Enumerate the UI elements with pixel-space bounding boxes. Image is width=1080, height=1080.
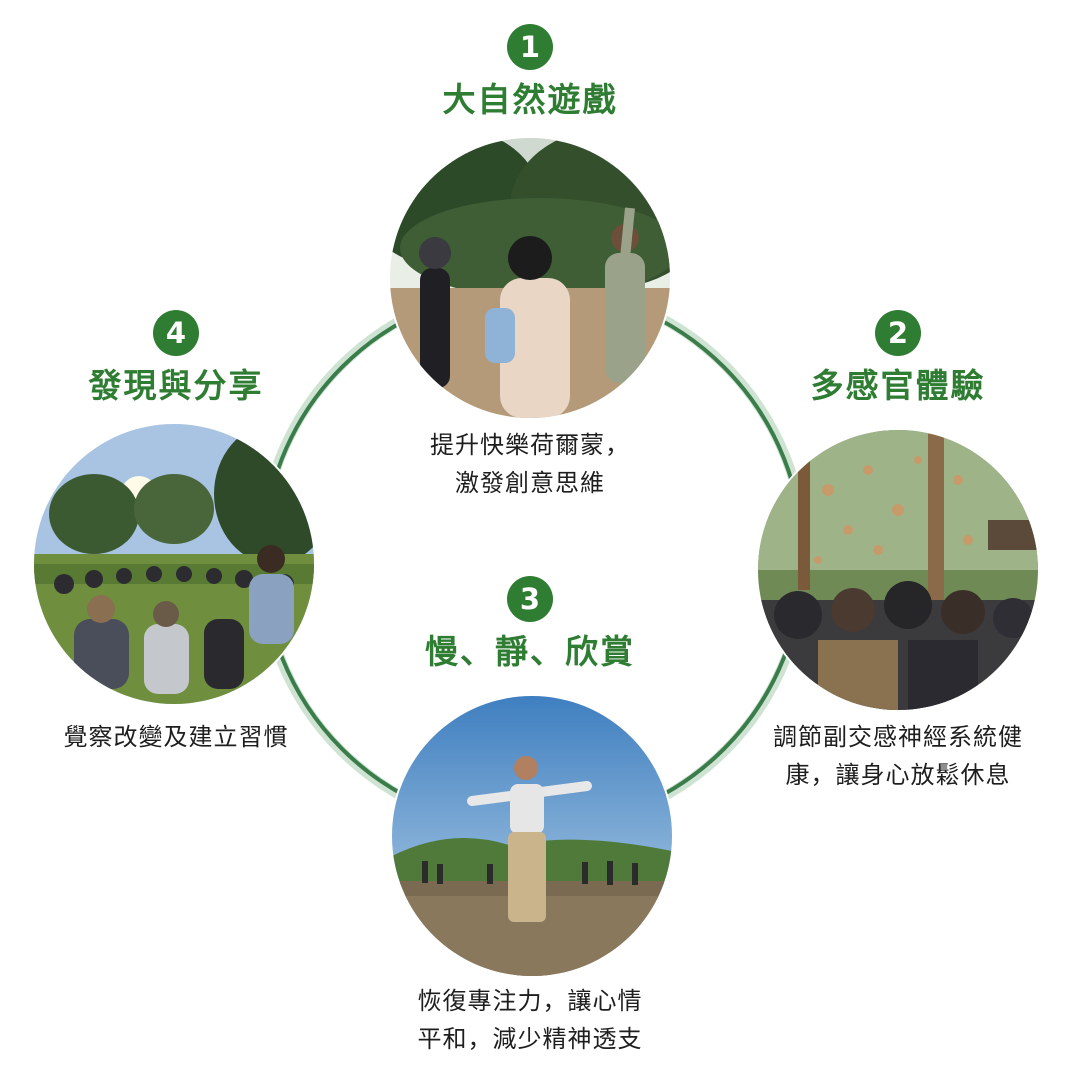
man-on-mudflat-photo bbox=[392, 696, 672, 976]
step-title: 多感官體驗 bbox=[810, 366, 986, 405]
step-4-header: 4 發現與分享 bbox=[16, 310, 336, 406]
description-line: 提升快樂荷爾蒙， bbox=[430, 431, 630, 459]
step-2-description: 調節副交感神經系統健 康，讓身心放鬆休息 bbox=[738, 718, 1058, 794]
step-title: 發現與分享 bbox=[88, 366, 264, 405]
description-line: 恢復專注力，讓心情 bbox=[417, 987, 643, 1015]
step-number-badge: 3 bbox=[507, 576, 553, 622]
step-2-header: 2 多感官體驗 bbox=[738, 310, 1058, 406]
step-3-header: 3 慢、靜、欣賞 bbox=[370, 576, 690, 672]
step-4-description: 覺察改變及建立習慣 bbox=[16, 718, 336, 756]
description-line: 調節副交感神經系統健 bbox=[773, 723, 1023, 751]
step-number-badge: 4 bbox=[153, 310, 199, 356]
step-1-header: 1 大自然遊戲 bbox=[370, 24, 690, 120]
description-line: 激發創意思維 bbox=[455, 469, 605, 497]
step-number-badge: 1 bbox=[507, 24, 553, 70]
description-line: 覺察改變及建立習慣 bbox=[63, 723, 289, 751]
description-line: 康，讓身心放鬆休息 bbox=[785, 761, 1011, 789]
step-3-description: 恢復專注力，讓心情 平和，減少精神透支 bbox=[370, 982, 690, 1058]
step-4-photo bbox=[34, 424, 314, 704]
children-playing-photo bbox=[390, 138, 670, 418]
step-1-photo bbox=[390, 138, 670, 418]
step-1-description: 提升快樂荷爾蒙， 激發創意思維 bbox=[370, 426, 690, 502]
group-sitting-photo bbox=[34, 424, 314, 704]
step-title: 大自然遊戲 bbox=[442, 80, 618, 119]
step-number-badge: 2 bbox=[875, 310, 921, 356]
step-2-photo bbox=[758, 430, 1038, 710]
step-3-photo bbox=[392, 696, 672, 976]
step-title: 慢、靜、欣賞 bbox=[425, 632, 635, 671]
throwing-leaves-photo bbox=[758, 430, 1038, 710]
description-line: 平和，減少精神透支 bbox=[417, 1025, 643, 1053]
